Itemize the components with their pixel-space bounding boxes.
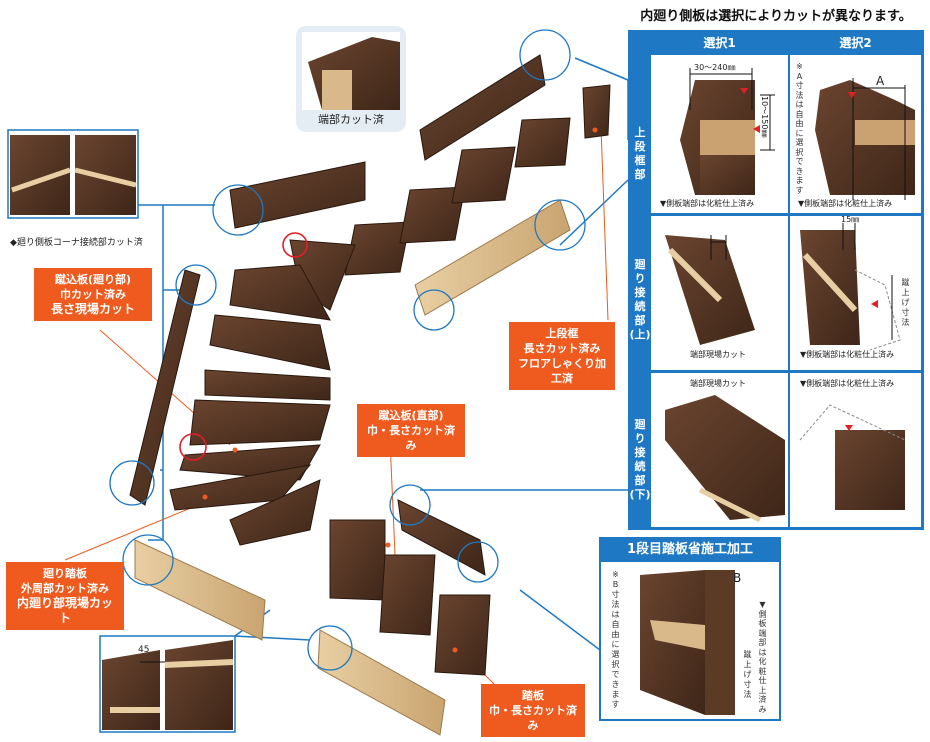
corner-cut-caption: ◆廻り側板コーナ接続部カット済 (10, 238, 143, 248)
left-stringer (129, 269, 201, 506)
tag-riser-straight: 蹴込板(直部)巾・長さカット済み (357, 404, 465, 457)
upper-stringer (229, 54, 546, 229)
option-table-title: 内廻り側板は選択によりカットが異なります。 (640, 9, 912, 24)
connector-lines (138, 57, 629, 651)
row-label-lower: 廻り接続部(下) (629, 410, 651, 502)
first-step-kaiage-label: 蹴上げ寸法 (743, 650, 752, 699)
option1-header: 選択1 (651, 32, 788, 54)
site-cut-caption-1: 端部現場カット (690, 350, 746, 359)
red-marker-circles (179, 232, 308, 461)
row-label-mid: 廻り接続部(上) (629, 250, 651, 342)
kaiage-label-option2: 蹴上げ寸法 (901, 278, 910, 327)
finish-caption-3: ▼側板端部は化粧仕上済み (800, 350, 895, 359)
option-board-drawings (665, 80, 915, 523)
red-dots (202, 127, 598, 653)
option2-header: 選択2 (790, 32, 921, 54)
fifteen-mm-label: 15㎜ (841, 215, 860, 224)
lower-treads (329, 519, 491, 676)
depth-range-label: 10～150㎜ (760, 96, 769, 138)
finish-caption-2: ▼側板端部は化粧仕上済み (798, 199, 893, 208)
end-cut-bubble (296, 26, 406, 132)
end-cut-photo (302, 32, 400, 110)
site-cut-caption-2: 端部現場カット (690, 379, 746, 388)
inset-drawings (7, 129, 236, 733)
forty-five-mark: 45 (138, 645, 150, 655)
lower-stringer (397, 499, 486, 576)
first-step-title: 1段目踏板省施工加工 (600, 538, 780, 562)
finish-caption-1: ▼側板端部は化粧仕上済み (660, 199, 755, 208)
detail-circles (109, 29, 586, 671)
width-range-label: 30～240㎜ (694, 63, 736, 72)
first-step-box (599, 537, 781, 721)
tag-upper-frame: 上段框長さカット済みフロアしゃくり加工済 (509, 322, 615, 390)
first-step-finish-note: ▼側板端部は化粧仕上済み (758, 600, 767, 714)
row-label-upper: 上段框部 (629, 118, 651, 182)
tag-tread: 踏板巾・長さカット済み (481, 684, 585, 737)
tag-winder-tread: 廻り踏板外周部カット済み内廻り部現場カット (6, 562, 124, 630)
winder-treads (169, 239, 356, 546)
light-boards (134, 199, 571, 736)
a-dimension-mark: A (876, 74, 885, 88)
upper-treads (344, 84, 611, 276)
finish-caption-4: ▼側板端部は化粧仕上済み (800, 379, 895, 388)
end-cut-caption: 端部カット済 (318, 113, 384, 126)
tag-riser-curve: 蹴込板(廻り部)巾カット済み長さ現場カット (34, 268, 152, 321)
b-dimension-mark: B (733, 571, 742, 585)
